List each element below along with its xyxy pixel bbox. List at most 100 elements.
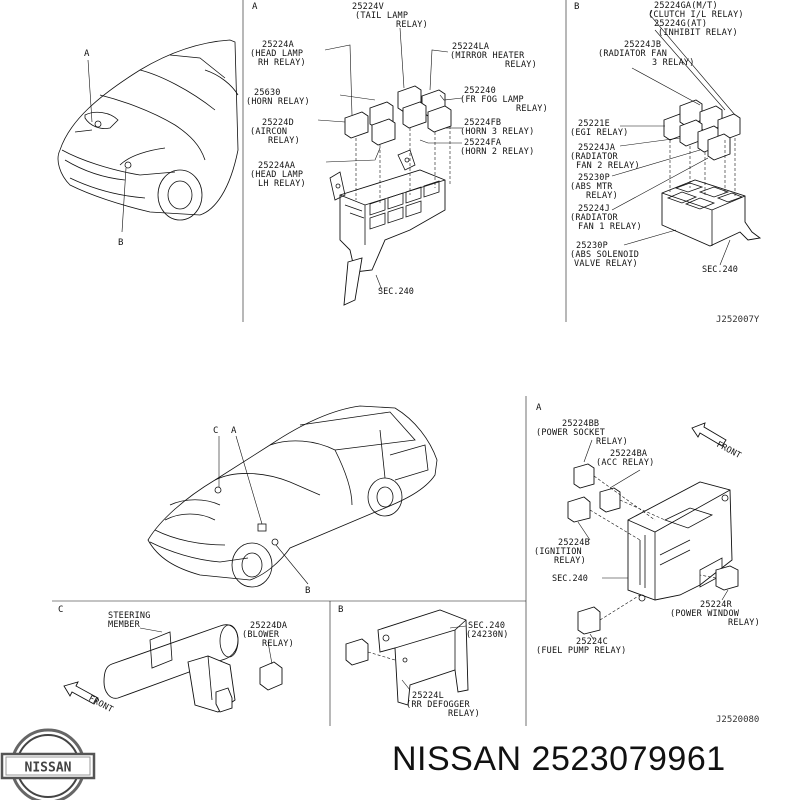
label-25224g-desc: (INHIBIT RELAY)	[658, 28, 738, 38]
label-25224c-code: 25224C	[576, 637, 608, 647]
callout-c-bottom: C	[213, 426, 218, 436]
label-25224v-desc1: (TAIL LAMP	[355, 11, 408, 21]
label-25221e-code: 25221E	[578, 119, 610, 129]
leader-blower-relay	[267, 641, 273, 665]
label-25224ja-desc2: FAN 2 RELAY)	[576, 161, 640, 171]
label-25224a-desc2: RH RELAY)	[258, 58, 306, 68]
label-25230p-sol-code: 25230P	[576, 241, 608, 251]
label-25224aa-code: 25224AA	[258, 161, 295, 171]
label-25230p-sol-desc2: VALVE RELAY)	[574, 259, 638, 269]
relay-box-a-top	[329, 149, 446, 306]
callout-b-bottom: B	[305, 586, 310, 596]
nissan-logo: NISSAN	[0, 728, 96, 804]
diagram-code-bottom: J2520080	[716, 715, 759, 725]
label-25224d-code: 25224D	[262, 118, 294, 128]
label-25224ga-desc: (CLUTCH I/L RELAY)	[648, 10, 744, 20]
label-25224bb-code: 25224BB	[562, 419, 599, 429]
label-25224b-code: 25224B	[558, 538, 590, 548]
label-25224ja-code: 25224JA	[578, 143, 615, 153]
label-25224aa-desc2: LH RELAY)	[258, 179, 306, 189]
label-25224ga-code: 25224GA(M/T)	[654, 1, 718, 11]
label-25224d-desc1: (AIRCON	[250, 127, 287, 137]
label-25224jb-desc2: 3 RELAY)	[652, 58, 695, 68]
label-25221e-desc: (EGI RELAY)	[570, 128, 629, 138]
label-25224bb-desc1: (POWER SOCKET	[536, 428, 605, 438]
leader-b-car2	[275, 544, 309, 585]
leaders-b-top	[611, 9, 736, 266]
label-25224d-desc2: RELAY)	[268, 136, 300, 146]
panel-letter-b-bottom: B	[338, 605, 343, 615]
diagram-code-top: J252007Y	[716, 315, 760, 325]
panel-letter-a-bottom: A	[536, 403, 542, 413]
section-ref-a-top: SEC.240	[378, 287, 414, 297]
label-25224ba-code: 25224BA	[610, 449, 647, 459]
label-25224jb-code: 25224JB	[624, 40, 661, 50]
label-25230p-sol-desc1: (ABS SOLENOID	[570, 250, 639, 260]
label-25630-code: 25630	[254, 88, 281, 98]
front-label-a-bottom: FRONT	[715, 440, 743, 461]
label-25230p-mtr-desc2: RELAY)	[586, 191, 618, 201]
label-25224c-desc: (FUEL PUMP RELAY)	[536, 646, 626, 656]
label-25224r-desc2: RELAY)	[728, 618, 760, 628]
label-25224l-desc1: (RR DEFOGGER	[406, 700, 470, 710]
section-ref-b-top: SEC.240	[702, 265, 738, 275]
leader-steering-member	[139, 627, 163, 633]
label-25224j-desc2: FAN 1 RELAY)	[578, 222, 642, 232]
label-25224da-code: 25224DA	[250, 621, 287, 631]
label-25224da-desc1: (BLOWER	[242, 630, 280, 640]
logo-text: NISSAN	[25, 761, 72, 776]
relay-cluster-b-top	[663, 99, 741, 196]
label-25630-desc: (HORN RELAY)	[246, 97, 310, 107]
leader-b-top	[121, 167, 127, 233]
car-illustration-bottom	[147, 405, 438, 588]
label-25224v-desc2: RELAY)	[396, 20, 428, 30]
label-252240-code: 252240	[464, 86, 496, 96]
relay-box-a-bottom	[627, 481, 733, 602]
steering-member-c	[103, 624, 283, 713]
label-25224ba-desc: (ACC RELAY)	[596, 458, 655, 468]
label-25224r-code: 25224R	[700, 600, 733, 610]
relay-cluster-a-bottom	[567, 463, 739, 635]
label-25224da-desc2: RELAY)	[262, 639, 294, 649]
label-25224a-code: 25224A	[262, 40, 294, 50]
label-steering-code: STEERING	[108, 611, 151, 621]
label-25230p-mtr-code: 25230P	[578, 173, 610, 183]
label-25224la-desc2: RELAY)	[505, 60, 537, 70]
label-25224j-code: 25224J	[578, 204, 610, 214]
label-25224fa-code: 25224FA	[464, 138, 501, 148]
relay-box-b-top	[661, 179, 762, 247]
label-25224a-desc1: (HEAD LAMP	[250, 49, 303, 59]
panel-letter-c-bottom: C	[58, 605, 63, 615]
front-arrow-a-bottom	[691, 422, 727, 447]
label-25224bb-desc2: RELAY)	[596, 437, 628, 447]
leader-a-top	[87, 59, 93, 123]
label-25224la-code: 25224LA	[452, 42, 489, 52]
front-arrow-c-bottom	[63, 681, 99, 705]
callout-a-bottom: A	[231, 426, 237, 436]
leader-sec-240-b	[449, 625, 467, 629]
brand-part-number: 2523079961	[531, 740, 726, 778]
brand-make: NISSAN	[392, 740, 522, 778]
label-252240-desc2: RELAY)	[516, 104, 548, 114]
section-ref-a-bottom: SEC.240	[552, 574, 588, 584]
leaders-a-bottom	[577, 439, 729, 641]
leader-25224l	[401, 679, 411, 691]
callout-a-top: A	[84, 49, 90, 59]
label-25230p-mtr-desc1: (ABS MTR	[570, 182, 613, 192]
panel-letter-b-top: B	[574, 2, 579, 12]
label-25224b-desc1: (IGNITION	[534, 547, 582, 557]
defogger-bracket-b	[345, 609, 469, 706]
label-25224ja-desc1: (RADIATOR	[570, 152, 619, 162]
label-25224r-desc1: (POWER WINDOW	[670, 609, 740, 619]
label-25224l-desc2: RELAY)	[448, 709, 480, 719]
label-25224aa-desc1: (HEAD LAMP	[250, 170, 303, 180]
label-25224g-code: 25224G(AT)	[654, 19, 707, 29]
panel-letter-a-top: A	[252, 2, 258, 12]
label-25224j-desc1: (RADIATOR	[570, 213, 619, 223]
label-steering-desc: MEMBER	[108, 620, 141, 630]
callout-b-top: B	[118, 238, 123, 248]
label-sec240-b-code: SEC.240	[468, 621, 505, 631]
car-illustration-top	[57, 39, 239, 221]
leader-a-car2	[235, 435, 263, 525]
